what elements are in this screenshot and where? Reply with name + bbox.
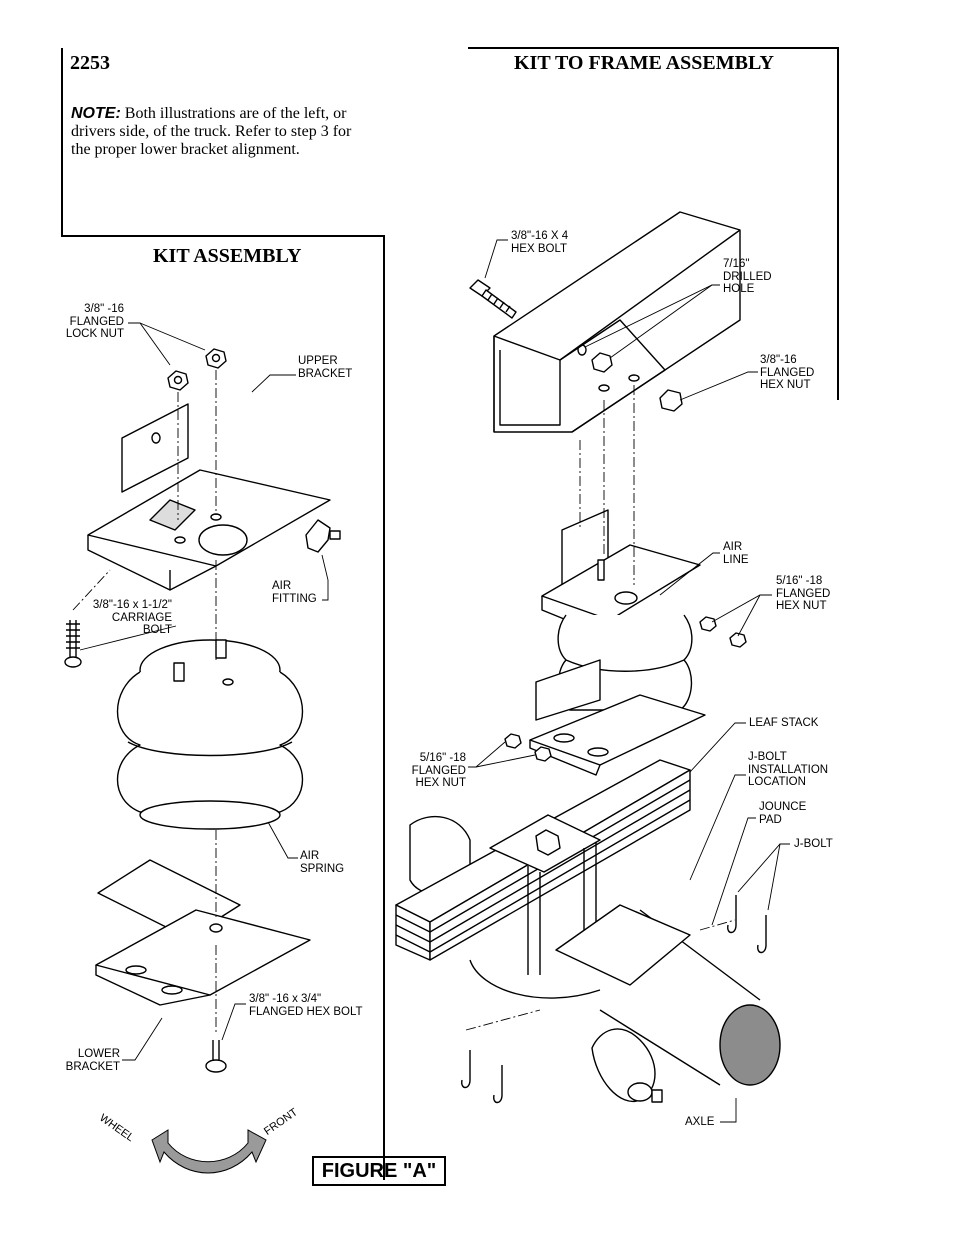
label-air-spring: AIR SPRING [300, 850, 345, 875]
j-bolt-icon [461, 895, 767, 1104]
label-jounce-pad: JOUNCE PAD [759, 801, 807, 826]
carriage-bolt-icon [64, 620, 82, 668]
kit-to-frame-border [468, 47, 839, 400]
page-frame-lines [61, 47, 839, 1180]
label-air-fitting: AIR FITTING [272, 580, 317, 605]
small-hex-nut-icon [504, 616, 747, 762]
u-bolt-clamp-icon [489, 814, 601, 975]
note-body: Both illustrations are of the left, or d… [71, 105, 352, 158]
label-axle: AXLE [685, 1116, 715, 1128]
kit-leaders [72, 322, 329, 1061]
frame-channel-icon [493, 211, 741, 433]
air-spring-icon [116, 639, 304, 830]
label-flanged-hex-bolt: 3/8" -16 x 3/4" FLANGED HEX BOLT [249, 993, 363, 1018]
frame-leaders [465, 239, 790, 1123]
label-hex-nut-516-right: 5/16" -18 FLANGED HEX NUT [776, 575, 831, 612]
assembled-upper-bracket-icon [541, 509, 701, 633]
assembled-lower-bracket-icon [529, 659, 706, 776]
label-jbolt: J-BOLT [794, 838, 833, 850]
long-hex-bolt-icon [469, 279, 517, 319]
direction-arrow-icon [151, 1129, 267, 1174]
note-label: NOTE: [71, 105, 121, 122]
label-drilled-hole: 7/16" DRILLED HOLE [723, 258, 772, 295]
kit-assembly-border [61, 48, 385, 1180]
label-hex-bolt: 3/8"-16 X 4 HEX BOLT [511, 230, 569, 255]
label-upper-bracket: UPPER BRACKET [298, 355, 353, 380]
note-text: NOTE: Both illustrations are of the left… [71, 105, 371, 159]
upper-bracket-icon [87, 403, 331, 591]
label-leaf-stack: LEAF STACK [749, 717, 819, 729]
kit-assembly-title: KIT ASSEMBLY [153, 245, 302, 267]
kit-assembly-drawing [64, 348, 341, 1073]
label-lower-bracket: LOWER BRACKET [65, 1048, 120, 1073]
label-carriage-bolt: 3/8"-16 x 1-1/2" CARRIAGE BOLT [92, 599, 172, 636]
kit-to-frame-title: KIT TO FRAME ASSEMBLY [514, 52, 774, 74]
frame-assembly-drawing [395, 211, 781, 1104]
hex-bolt-icon [205, 1040, 227, 1073]
lower-bracket-icon [95, 859, 311, 1006]
part-number: 2253 [70, 52, 110, 74]
figure-label: FIGURE "A" [312, 1156, 446, 1186]
label-hex-nut-38: 3/8"-16 FLANGED HEX NUT [760, 354, 815, 391]
lock-nut-icon [167, 348, 227, 391]
hex-nut-icon [659, 389, 683, 412]
label-hex-nut-516-left: 5/16" -18 FLANGED HEX NUT [411, 752, 466, 789]
label-air-line: AIR LINE [723, 541, 749, 566]
label-jbolt-location: J-BOLT INSTALLATION LOCATION [748, 751, 829, 788]
air-fitting-icon [305, 519, 341, 553]
label-lock-nut: 3/8" -16 FLANGED LOCK NUT [65, 303, 124, 340]
axle-icon [469, 904, 781, 1103]
